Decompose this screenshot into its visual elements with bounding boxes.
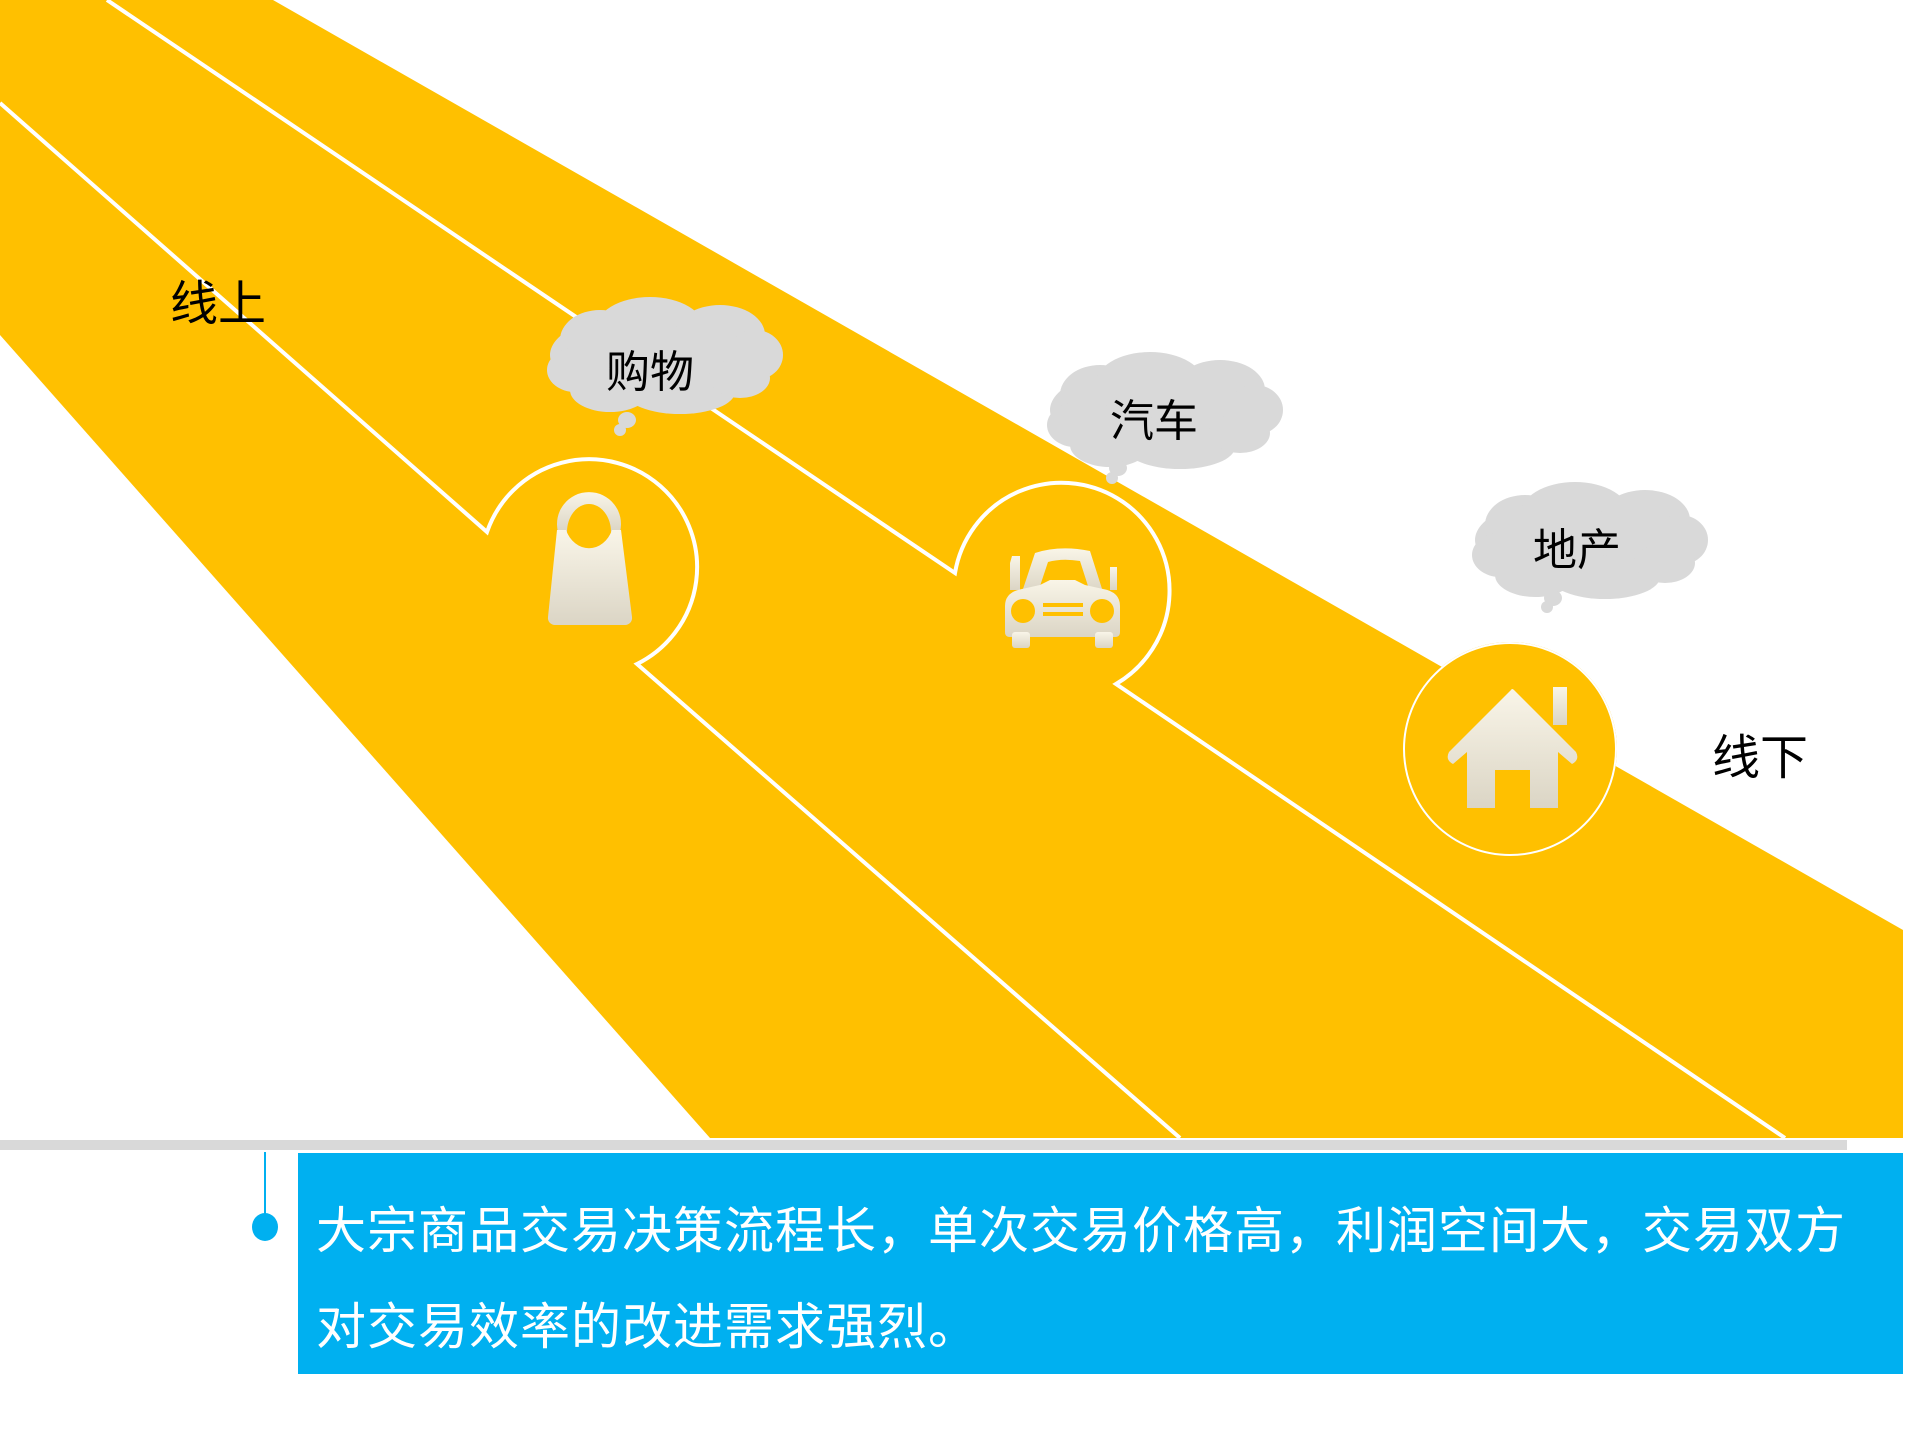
lane-line-2 [105,0,1787,1140]
lane-line-1 [0,101,1182,1140]
thought-cloud-real-estate [1472,482,1708,613]
shopping-bag-icon [547,492,633,626]
info-text: 大宗商品交易决策流程长，单次交易价格高，利润空间大，交易双方对交易效率的改进需求… [316,1202,1846,1356]
thought-cloud-shopping [547,297,783,436]
offline-label: 线下 [1712,730,1809,786]
cloud-label-car: 汽车 [1110,396,1198,447]
divider-bar [0,1140,1847,1150]
house-icon [1447,687,1578,808]
online-label: 线上 [170,276,267,332]
connector-line [264,1152,266,1227]
bullet-dot [252,1213,278,1241]
cloud-label-real-estate: 地产 [1533,525,1621,576]
car-icon [1005,548,1120,648]
stop-circle-outline-real-estate [1403,642,1617,856]
thought-cloud-car [1047,352,1283,484]
info-box: 大宗商品交易决策流程长，单次交易价格高，利润空间大，交易双方对交易效率的改进需求… [298,1153,1903,1374]
cloud-label-shopping: 购物 [606,347,694,398]
